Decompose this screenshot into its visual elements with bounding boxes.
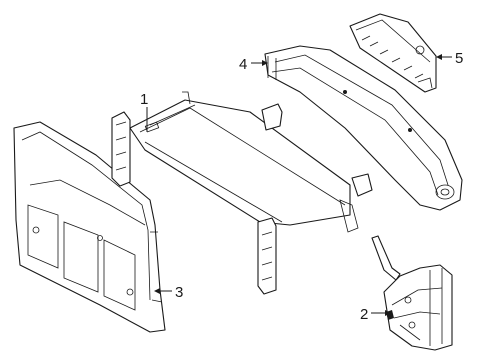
callout-label-1: 1 bbox=[140, 91, 148, 108]
leader-arrow-5 bbox=[436, 54, 442, 60]
part-1-support-panel bbox=[111, 91, 373, 295]
callout-5: 5 bbox=[436, 50, 463, 67]
callout-label-3: 3 bbox=[175, 284, 183, 301]
callout-label-2: 2 bbox=[360, 306, 368, 323]
callout-2: 2 bbox=[360, 306, 391, 323]
callout-label-4: 4 bbox=[239, 56, 247, 73]
leader-arrow-2 bbox=[385, 310, 391, 316]
leader-arrow-3 bbox=[154, 288, 160, 294]
part-4-rear-beam bbox=[264, 45, 463, 211]
callout-3: 3 bbox=[154, 284, 183, 301]
part-5-upper-bracket bbox=[349, 13, 437, 93]
callout-4: 4 bbox=[239, 56, 268, 73]
callout-1: 1 bbox=[140, 91, 148, 132]
part-3-lower-panel bbox=[13, 121, 166, 333]
part-2-latch-bracket bbox=[371, 235, 453, 351]
callout-label-5: 5 bbox=[455, 50, 463, 67]
leader-arrow-4 bbox=[262, 60, 268, 66]
